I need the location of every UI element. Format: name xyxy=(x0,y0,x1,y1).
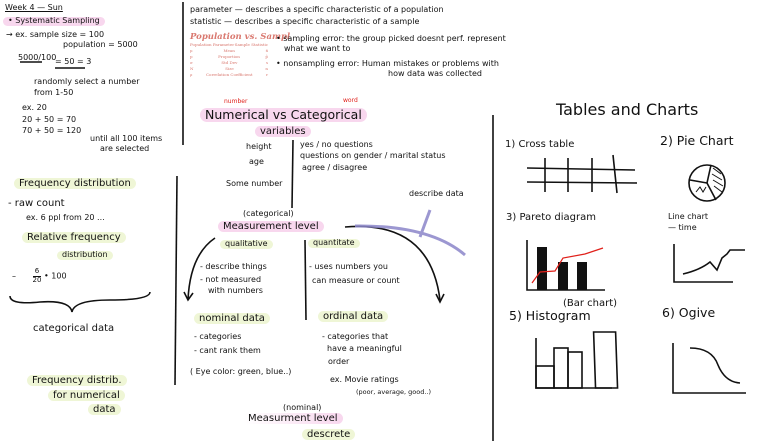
pareto-bars xyxy=(537,247,587,290)
nominal-point: - cant rank them xyxy=(194,346,261,355)
categorical-example: agree / disagree xyxy=(302,163,368,172)
systematic-sampling: • Systematic Sampling xyxy=(3,16,105,26)
numerical-example: Some number xyxy=(226,179,283,188)
qualitative-heading: qualitative xyxy=(220,239,273,249)
arrow-to-nominal xyxy=(187,237,216,301)
measurement-level-title: Measurement level xyxy=(218,221,324,232)
until-line: are selected xyxy=(100,144,150,153)
quantitate-point: - uses numbers you xyxy=(309,262,388,271)
categorical-example: yes / no questions xyxy=(300,140,373,149)
variables-divider xyxy=(291,139,294,209)
descrete-heading: descrete xyxy=(302,429,356,440)
describe-data-note: describe data xyxy=(409,189,464,198)
formula-numerator: 6 xyxy=(32,267,42,277)
formula-denominator: 20 xyxy=(32,275,42,284)
numerical-frequency-title: Frequency distrib. xyxy=(27,375,127,386)
sampling-error: what we want to xyxy=(284,44,351,53)
formula-multiplier: • 100 xyxy=(44,271,67,281)
histogram-label: 5) Histogram xyxy=(509,308,591,323)
measurement-level-title-2: Measurment level xyxy=(243,413,343,424)
until-line: until all 100 items xyxy=(90,134,163,143)
pareto-line xyxy=(531,247,604,284)
numerical-vs-categorical-title: Numerical vs Categorical xyxy=(200,108,367,122)
qualitative-point: with numbers xyxy=(208,286,263,295)
pie-chart-label: 2) Pie Chart xyxy=(660,133,734,148)
population-vs-sample-table: Population vs. Sampl Population Paramete… xyxy=(190,32,291,78)
random-line: randomly select a number xyxy=(34,77,140,86)
brace xyxy=(9,291,151,313)
fraction-result: = 50 = 3 xyxy=(55,57,92,66)
categorical-note: (categorical) xyxy=(243,209,294,218)
qualitative-point: - describe things xyxy=(200,262,267,271)
ordinal-data-heading: ordinal data xyxy=(318,311,389,322)
frequency-distribution-title: Frequency distribution xyxy=(14,178,136,189)
fraction: 5000/100 xyxy=(18,53,57,62)
line-chart-label: Line chart xyxy=(668,212,709,221)
ordinal-point: - categories that xyxy=(322,332,389,341)
nominal-point: ( Eye color: green, blue..) xyxy=(190,367,292,376)
nominal-note: (nominal) xyxy=(283,403,322,412)
formula: – 6 20 • 100 xyxy=(12,267,67,284)
word-note: word xyxy=(343,97,358,104)
pareto-diagram-label: 3) Pareto diagram xyxy=(506,212,596,223)
line-chart-label: — time xyxy=(668,223,697,232)
ordinal-point: ex. Movie ratings xyxy=(330,375,399,384)
ordinal-point: order xyxy=(328,357,350,366)
table-header: Sample Statistic xyxy=(234,42,268,47)
raw-count-example: ex. 6 ppl from 20 ... xyxy=(26,213,105,222)
cross-table-label: 1) Cross table xyxy=(505,139,575,150)
categorical-example: questions on gender / marital status xyxy=(300,151,446,160)
variables-subtitle: variables xyxy=(255,126,311,137)
ogive-label: 6) Ogive xyxy=(662,305,716,320)
statistic-definition: statistic — describes a specific charact… xyxy=(190,17,420,26)
week-heading: Week 4 — Sun xyxy=(5,3,63,12)
quantitate-point: can measure or count xyxy=(312,276,400,285)
describe-data-arrow xyxy=(354,209,466,257)
relative-frequency-title: Relative frequency xyxy=(22,232,126,243)
tables-and-charts-title: Tables and Charts xyxy=(556,100,699,119)
table-header: Population Parameter xyxy=(190,42,235,47)
ordinal-point: (poor, average, good..) xyxy=(356,388,432,396)
measurement-divider xyxy=(304,239,307,321)
ordinal-point: have a meaningful xyxy=(327,344,402,353)
table-title: Population vs. Sampl xyxy=(190,32,291,42)
nonsampling-error: how data was collected xyxy=(388,69,482,78)
quantitate-heading: quantitate xyxy=(308,238,360,248)
sum-line: 20 + 50 = 70 xyxy=(22,115,77,124)
nonsampling-error: • nonsampling error: Human mistakes or p… xyxy=(276,59,499,68)
categorical-data-label: categorical data xyxy=(33,323,115,334)
raw-count: - raw count xyxy=(8,198,65,209)
number-note: number xyxy=(224,98,248,105)
example-line: → ex. sample size = 100 xyxy=(6,30,105,39)
bar-chart-note: (Bar chart) xyxy=(563,298,618,309)
numerical-frequency-title: for numerical xyxy=(48,390,125,401)
parameter-definition: parameter — describes a specific charact… xyxy=(190,5,444,14)
numerical-example: age xyxy=(249,157,264,166)
numerical-frequency-title: data xyxy=(88,404,121,415)
numerical-example: height xyxy=(246,142,272,151)
nominal-point: - categories xyxy=(194,332,242,341)
relative-frequency-title: distribution xyxy=(57,250,113,260)
example-line: population = 5000 xyxy=(63,40,138,49)
sampling-error: • sampling error: the group picked doesn… xyxy=(276,34,506,43)
ex-20: ex. 20 xyxy=(22,103,47,112)
sum-line: 70 + 50 = 120 xyxy=(22,126,82,135)
random-line: from 1-50 xyxy=(34,88,74,97)
qualitative-point: - not measured xyxy=(200,275,262,284)
nominal-data-heading: nominal data xyxy=(194,313,270,324)
divider-left xyxy=(174,175,178,386)
